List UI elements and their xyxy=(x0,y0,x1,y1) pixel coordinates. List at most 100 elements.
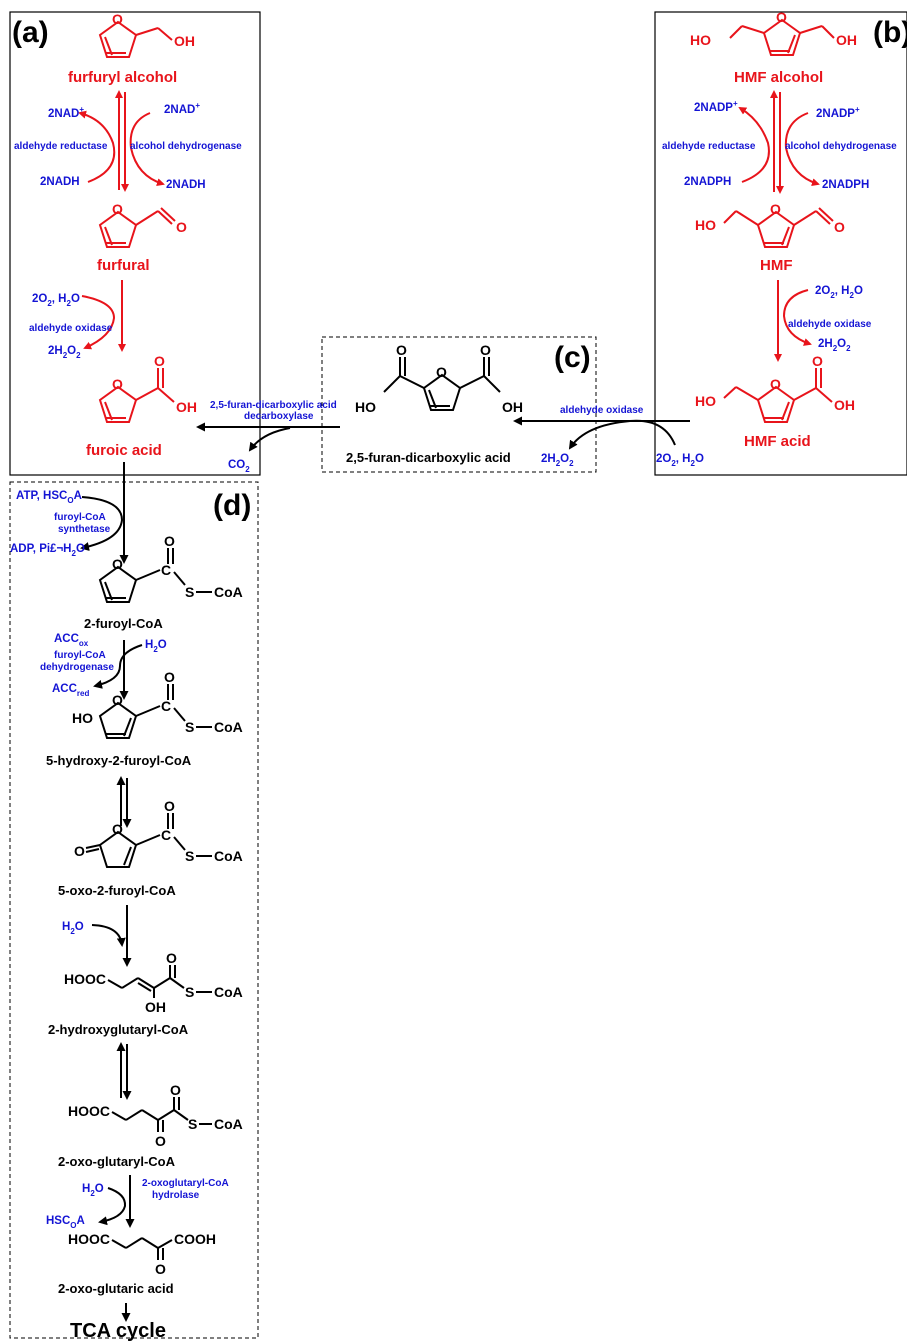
atom-ho: HO xyxy=(695,217,716,233)
cofactor-2nad-left: 2NAD+ xyxy=(48,105,84,120)
atom-o-ald: O xyxy=(834,219,845,235)
atom-c: C xyxy=(161,827,171,843)
atom-o-carbonyl: O xyxy=(164,533,175,549)
enzyme-oxoglutaryl-hydrolase-2: hydrolase xyxy=(152,1190,200,1201)
atom-ho: HO xyxy=(355,399,376,415)
panel-d-box xyxy=(9,481,259,1339)
hmf-structure: O HO O xyxy=(695,201,845,248)
atom-o-carbonyl: O xyxy=(154,353,165,369)
atom-o-ald: O xyxy=(176,219,187,235)
compound-oxo-furoyl-coa: 5-oxo-2-furoyl-CoA xyxy=(58,883,176,898)
enzyme-aldehyde-oxidase-b: aldehyde oxidase xyxy=(788,319,872,330)
atom-cooh: COOH xyxy=(174,1231,216,1247)
atom-o: O xyxy=(112,556,123,572)
hmf-alcohol-structure: O HO OH xyxy=(690,9,857,56)
cofactor-curve-right xyxy=(129,112,165,187)
cofactor-curve-oxidase-b xyxy=(782,289,812,346)
atom-o-keto: O xyxy=(74,843,85,859)
compound-hydroxy-furoyl-coa: 5-hydroxy-2-furoyl-CoA xyxy=(46,753,192,768)
compound-furoic-acid: furoic acid xyxy=(86,442,162,459)
atom-s: S xyxy=(185,848,194,864)
atom-o-carbonyl: O xyxy=(170,1082,181,1098)
enzyme-fdca-decarboxylase-2: decarboxylase xyxy=(244,411,314,422)
cofactor-2nadh-left: 2NADH xyxy=(40,176,80,188)
atom-c: C xyxy=(161,562,171,578)
compound-oxoglutaric-acid: 2-oxo-glutaric acid xyxy=(58,1281,174,1296)
cofactor-hsc-oa: HSCOA xyxy=(46,1215,85,1230)
atom-o: O xyxy=(112,376,123,392)
atom-coa: CoA xyxy=(214,719,243,735)
oxoglutaric-acid-structure: HOOC COOH O xyxy=(68,1231,216,1277)
cofactor-curve-b-right xyxy=(784,112,820,187)
panel-b-label: (b) xyxy=(873,16,907,49)
compound-furfuryl-alcohol: furfuryl alcohol xyxy=(68,69,177,86)
cofactor-curve-left xyxy=(78,110,116,183)
cofactor-2o2-h2o-a: 2O2, H2O xyxy=(32,293,80,308)
atom-hooc: HOOC xyxy=(68,1231,110,1247)
oxo-furoyl-coa-structure: O O C O S CoA xyxy=(74,798,243,868)
hydroxyglutaryl-coa-structure: HOOC O OH S CoA xyxy=(64,950,243,1015)
atom-o: O xyxy=(112,692,123,708)
enzyme-furoyl-coa-synthetase-1: furoyl-CoA xyxy=(54,512,106,523)
atom-o-carbonyl-right: O xyxy=(480,342,491,358)
enzyme-fdca-decarboxylase-1: 2,5-furan-dicarboxylic acid xyxy=(210,400,337,411)
cofactor-acc-ox: ACCox xyxy=(54,633,89,648)
cofactor-curve-dh xyxy=(93,644,143,689)
compound-hydroxyglutaryl-coa: 2-hydroxyglutaryl-CoA xyxy=(48,1022,189,1037)
furoic-acid-structure: O O OH xyxy=(98,353,197,423)
atom-o-keto: O xyxy=(155,1133,166,1149)
cofactor-curve-oxidase-a xyxy=(81,295,116,350)
atom-oh: OH xyxy=(502,399,523,415)
atom-ho: HO xyxy=(72,710,93,726)
atom-o: O xyxy=(112,821,123,837)
cofactor-2h2o2-c: 2H2O2 xyxy=(541,453,574,468)
compound-fdca: 2,5-furan-dicarboxylic acid xyxy=(346,450,511,465)
cofactor-h2o-d2: H2O xyxy=(62,921,84,936)
atom-oh: OH xyxy=(145,999,166,1015)
cofactor-2nadh-right: 2NADH xyxy=(166,179,206,191)
enzyme-aldehyde-reductase-a: aldehyde reductase xyxy=(14,141,108,152)
hmf-acid-structure: O HO O OH xyxy=(695,353,855,423)
panel-a-box xyxy=(9,11,261,476)
cofactor-2h2o2-a: 2H2O2 xyxy=(48,345,81,360)
cofactor-2o2-h2o-b: 2O2, H2O xyxy=(815,285,863,300)
compound-hmf-acid: HMF acid xyxy=(744,433,811,450)
atom-s: S xyxy=(188,1116,197,1132)
atom-o: O xyxy=(770,376,781,392)
atom-c: C xyxy=(161,698,171,714)
compound-tca-cycle: TCA cycle xyxy=(70,1320,166,1341)
furoyl-coa-structure: O C O S CoA xyxy=(98,533,243,603)
atom-o: O xyxy=(770,201,781,217)
cofactor-adp-pi: ADP, Pi£¬H2O xyxy=(10,543,85,558)
panel-a-label: (a) xyxy=(12,16,49,49)
hydroxy-furoyl-coa-structure: O HO C O S CoA xyxy=(72,669,243,739)
atom-oh: OH xyxy=(174,33,195,49)
cofactor-curve-hydration xyxy=(91,924,126,947)
enzyme-furoyl-coa-dh-1: furoyl-CoA xyxy=(54,650,106,661)
cofactor-co2: CO2 xyxy=(228,459,250,474)
atom-o-carbonyl-left: O xyxy=(396,342,407,358)
atom-coa: CoA xyxy=(214,848,243,864)
furfuryl-alcohol-structure: O OH xyxy=(98,11,195,58)
atom-ho: HO xyxy=(690,32,711,48)
atom-o-carbonyl: O xyxy=(164,798,175,814)
atom-oh: OH xyxy=(176,399,197,415)
atom-ho: HO xyxy=(695,393,716,409)
panel-b-box xyxy=(654,11,907,476)
atom-o: O xyxy=(436,364,447,380)
cofactor-2nad-right: 2NAD+ xyxy=(164,101,200,116)
atom-o-carbonyl: O xyxy=(164,669,175,685)
atom-o: O xyxy=(112,11,123,27)
cofactor-2o2-h2o-c: 2O2, H2O xyxy=(656,453,704,468)
enzyme-furoyl-coa-synthetase-2: synthetase xyxy=(58,524,111,535)
compound-oxoglutaryl-coa: 2-oxo-glutaryl-CoA xyxy=(58,1154,176,1169)
furfural-structure: O O xyxy=(98,201,187,248)
cofactor-2nadph-left: 2NADPH xyxy=(684,176,731,188)
atom-oh: OH xyxy=(836,32,857,48)
cofactor-acc-red: ACCred xyxy=(52,683,89,698)
cofactor-curve-hydrolase xyxy=(98,1187,127,1226)
cofactor-2nadph-right: 2NADPH xyxy=(822,179,869,191)
atom-o: O xyxy=(112,201,123,217)
cofactor-atp-hsc: ATP, HSCOA xyxy=(16,490,82,505)
